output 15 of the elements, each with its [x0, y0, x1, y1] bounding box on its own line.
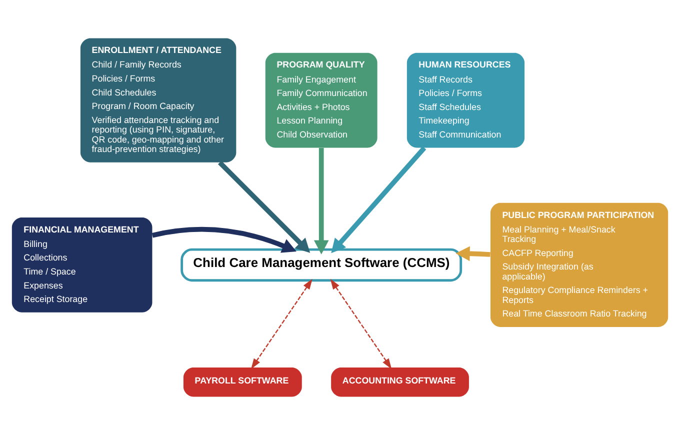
node-box: Child Care Management Software (CCMS)	[180, 248, 462, 282]
node-box: PUBLIC PROGRAM PARTICIPATION Meal Planning + Meal/Snack Tracking CACFP Reporting Subsidy Integration (as applicable) Regulatory Compliance Reminders + Reports Real Time Classroom Ratio Tracking	[490, 202, 668, 327]
node-box: HUMAN RESOURCES Staff Records Policies / Forms Staff Schedules Timekeeping Staff Communication	[406, 52, 525, 148]
arrow	[218, 160, 310, 253]
arrow	[314, 148, 329, 254]
node-box: ACCOUNTING SOFTWARE	[331, 368, 469, 397]
arrow	[251, 278, 312, 370]
arrow	[331, 146, 426, 254]
arrow	[152, 227, 296, 253]
arrow	[456, 246, 490, 262]
node-box: ENROLLMENT / ATTENDANCE Child / Family Records Policies / Forms Child Schedules Program / Room Capacity Verified attendance tracking and reporting (using PIN, signature, QR code, geo-mapping and other fraud-prevention strategies)	[80, 38, 236, 162]
arrow	[330, 278, 392, 370]
node-box: PAYROLL SOFTWARE	[183, 368, 302, 397]
node-box: FINANCIAL MANAGEMENT Billing Collections Time / Space Expenses Receipt Storage	[12, 218, 152, 312]
node-box: PROGRAM QUALITY Family Engagement Family Communication Activities + Photos Lesson Planning Child Observation	[265, 52, 378, 148]
